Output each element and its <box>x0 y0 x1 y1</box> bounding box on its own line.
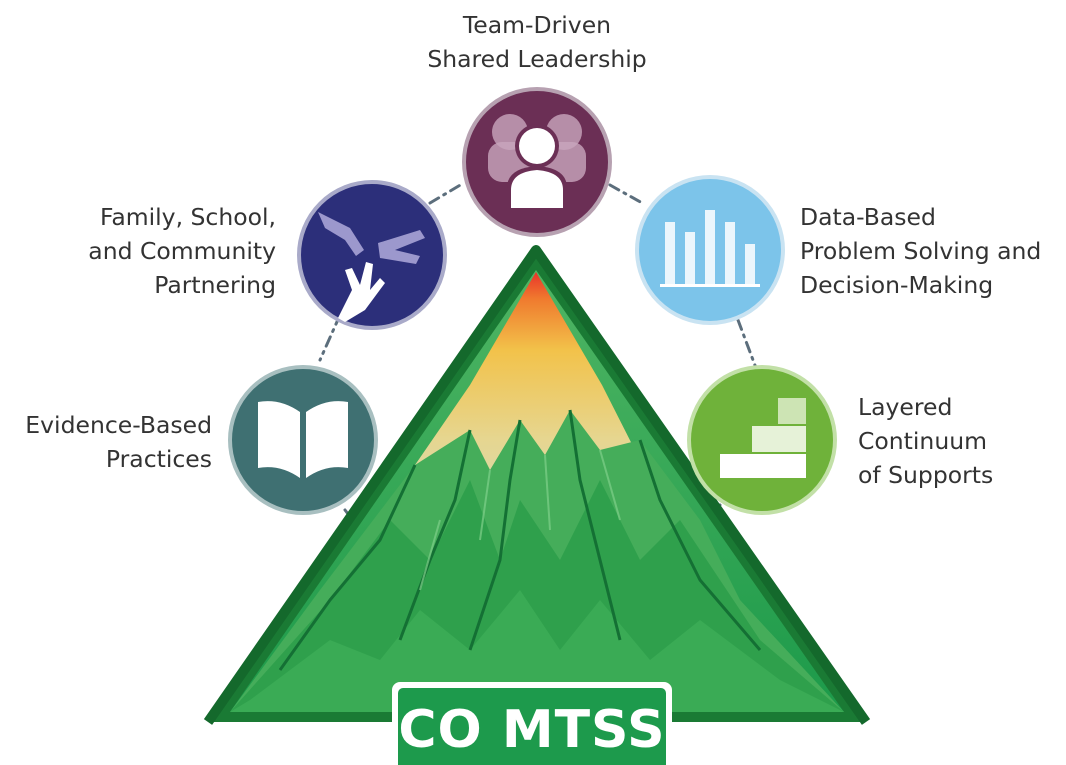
label-team-driven: Team-Driven Shared Leadership <box>427 11 647 73</box>
stairs-icon <box>720 398 806 478</box>
bar-chart-icon <box>660 210 760 287</box>
layered-continuum-circle <box>687 365 837 515</box>
hands-icon <box>318 212 425 264</box>
team-driven-circle <box>462 87 612 237</box>
family-partnering-circle <box>297 180 447 330</box>
sign-title: CO MTSS <box>398 699 666 760</box>
label-layered-continuum: Layered Continuum of Supports <box>858 393 994 489</box>
label-data-based: Data-Based Problem Solving and Decision-… <box>800 203 1042 299</box>
data-based-circle <box>635 175 785 325</box>
label-family-partnering: Family, School, and Community Partnering <box>88 203 276 299</box>
evidence-based-circle <box>228 365 378 515</box>
label-evidence-based: Evidence-Based Practices <box>25 411 212 473</box>
mountain <box>203 245 871 725</box>
people-icon <box>488 114 586 210</box>
book-icon <box>258 401 348 478</box>
sign <box>392 682 672 765</box>
